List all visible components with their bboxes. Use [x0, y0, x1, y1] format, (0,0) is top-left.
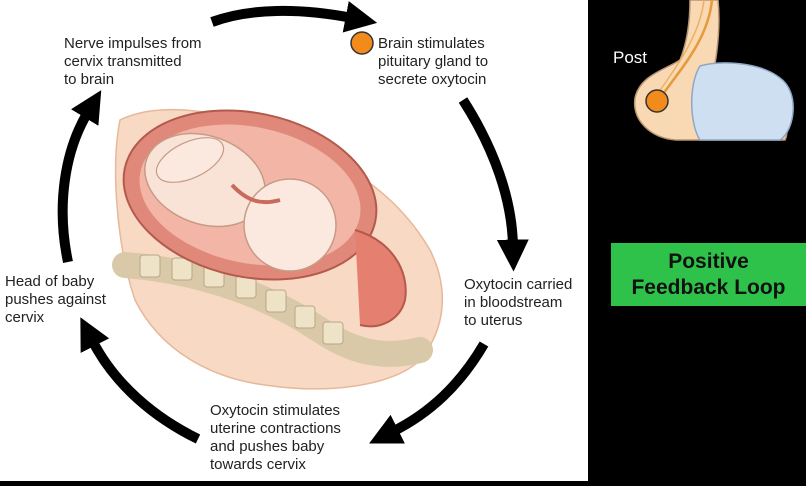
cervix: [354, 229, 407, 328]
positive-feedback-badge: Positive Feedback Loop: [611, 243, 806, 306]
label-oxytocin-carried: Oxytocin carried in bloodstream to uteru…: [464, 276, 573, 329]
arrow-to-head: [80, 317, 201, 444]
fetal-limbs: [155, 137, 225, 183]
badge-line-1: Positive: [668, 249, 749, 273]
feedback-diagram: [57, 1, 529, 444]
pituitary-marker-dot: [350, 31, 374, 55]
arrow-to-brain: [210, 1, 378, 33]
cycle-arrows: [57, 1, 529, 444]
nerve-fiber: [658, 0, 714, 99]
badge-line-2: Feedback Loop: [631, 275, 786, 299]
label-brain-stimulates: Brain stimulates pituitary gland to secr…: [378, 35, 489, 88]
arrow-to-nerve: [57, 90, 102, 264]
arrow-to-contractions: [369, 341, 489, 444]
vertebrae: [139, 254, 344, 345]
fetal-head: [243, 178, 337, 272]
arrow-to-bloodstream: [458, 97, 529, 272]
posterior-pituitary-dot: [645, 89, 669, 113]
anterior-pituitary-lobe: [691, 62, 794, 141]
label-nerve-impulses: Nerve impulses from cervix transmitted t…: [64, 35, 202, 88]
posterior-pituitary-lobe: [634, 0, 788, 141]
pregnancy-illustration: [112, 108, 444, 390]
umbilical-cord: [230, 183, 281, 205]
post-label: Post: [613, 48, 648, 67]
label-oxytocin-stimulates: Oxytocin stimulates uterine contractions…: [210, 402, 341, 473]
nerve-fiber-2: [655, 0, 705, 97]
label-head-of-baby: Head of baby pushes against cervix: [5, 273, 106, 326]
diagram-panel: Nerve impulses from cervix transmitted t…: [0, 0, 588, 481]
